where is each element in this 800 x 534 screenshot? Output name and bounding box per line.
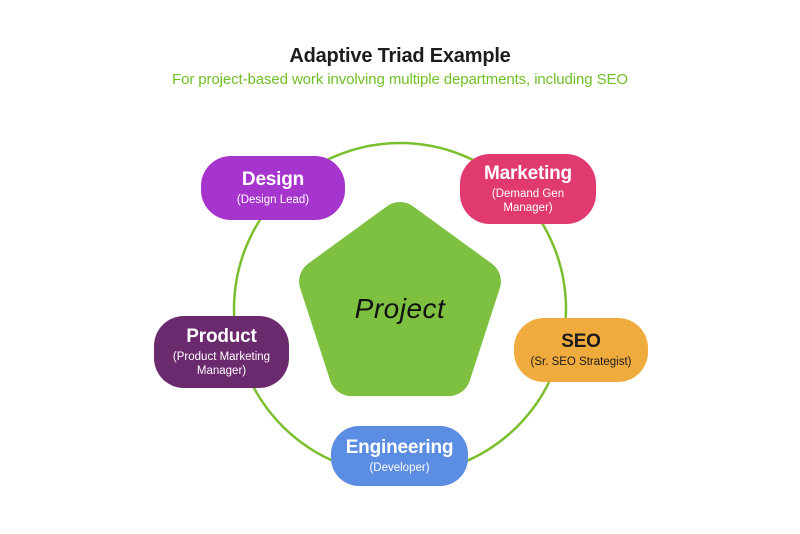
node-subtitle: (Sr. SEO Strategist) <box>530 356 632 368</box>
node-design: Design (Design Lead) <box>201 156 345 220</box>
node-seo: SEO (Sr. SEO Strategist) <box>514 318 648 382</box>
node-engineering: Engineering (Developer) <box>331 426 468 486</box>
node-marketing: Marketing (Demand Gen Manager) <box>460 154 596 224</box>
node-title: Design <box>241 169 305 190</box>
diagram-title: Adaptive Triad Example <box>289 45 511 67</box>
node-subtitle: (Product Marketing Manager) <box>172 351 271 377</box>
node-title: Engineering <box>345 437 454 458</box>
project-pentagon <box>299 202 501 397</box>
node-title: Marketing <box>484 163 572 184</box>
node-product: Product (Product Marketing Manager) <box>154 316 289 388</box>
node-subtitle: (Design Lead) <box>236 194 310 206</box>
node-subtitle: (Developer) <box>369 462 430 474</box>
project-label: Project <box>354 293 446 324</box>
node-title: Product <box>186 326 257 347</box>
node-title: SEO <box>561 331 601 352</box>
diagram-subtitle: For project-based work involving multipl… <box>172 71 628 88</box>
node-subtitle: (Demand Gen Manager) <box>491 188 565 214</box>
diagram-header: Adaptive Triad Example For project-based… <box>0 44 800 90</box>
